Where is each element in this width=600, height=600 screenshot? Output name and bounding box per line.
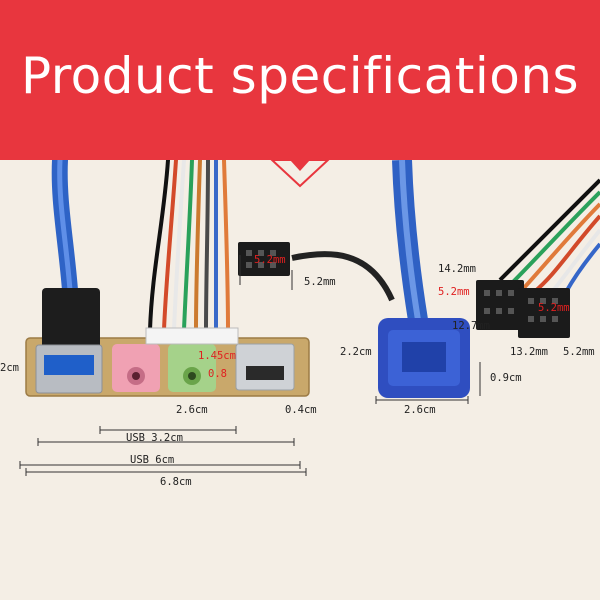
right-cables <box>498 178 600 294</box>
dim-left-edge: 2cm <box>0 362 19 374</box>
dim-usb-span: USB 3.2cm <box>126 432 183 444</box>
dim-connector-width: 2.6cm <box>404 404 436 416</box>
dim-header-top: 14.2mm <box>438 263 476 275</box>
dimension-lines <box>19 255 481 476</box>
banner-title: Product specifications <box>20 47 580 105</box>
dim-header2-right: 5.2mm <box>563 346 595 358</box>
dim-panel-edge: 0.4cm <box>285 404 317 416</box>
front-panel-board <box>25 288 310 397</box>
dim-total: 6.8cm <box>160 476 192 488</box>
dim-header2-bottom: 13.2mm <box>510 346 548 358</box>
dim-usb-gap: USB 6cm <box>130 454 175 466</box>
usb3-connector <box>378 159 470 398</box>
dim-audio-hole: 1.45cm <box>198 350 236 362</box>
dim-header-bottom: 12.7mm <box>452 320 490 332</box>
dim-header-small-pin: 5.2mm <box>304 276 336 288</box>
dim-audio-side: 0.8 <box>208 368 227 380</box>
right-headers <box>476 280 570 338</box>
dim-connector-height: 2.2cm <box>340 346 372 358</box>
banner: Product specifications <box>0 0 600 160</box>
dim-header2-mark: 5.2mm <box>538 302 570 314</box>
left-cables <box>51 152 230 332</box>
dim-header-left: 5.2mm <box>438 286 470 298</box>
dim-header-small-width: 5.2mm <box>254 254 286 266</box>
dim-connector-depth: 0.9cm <box>490 372 522 384</box>
small-header <box>238 242 395 302</box>
dim-audio-span: 2.6cm <box>176 404 208 416</box>
